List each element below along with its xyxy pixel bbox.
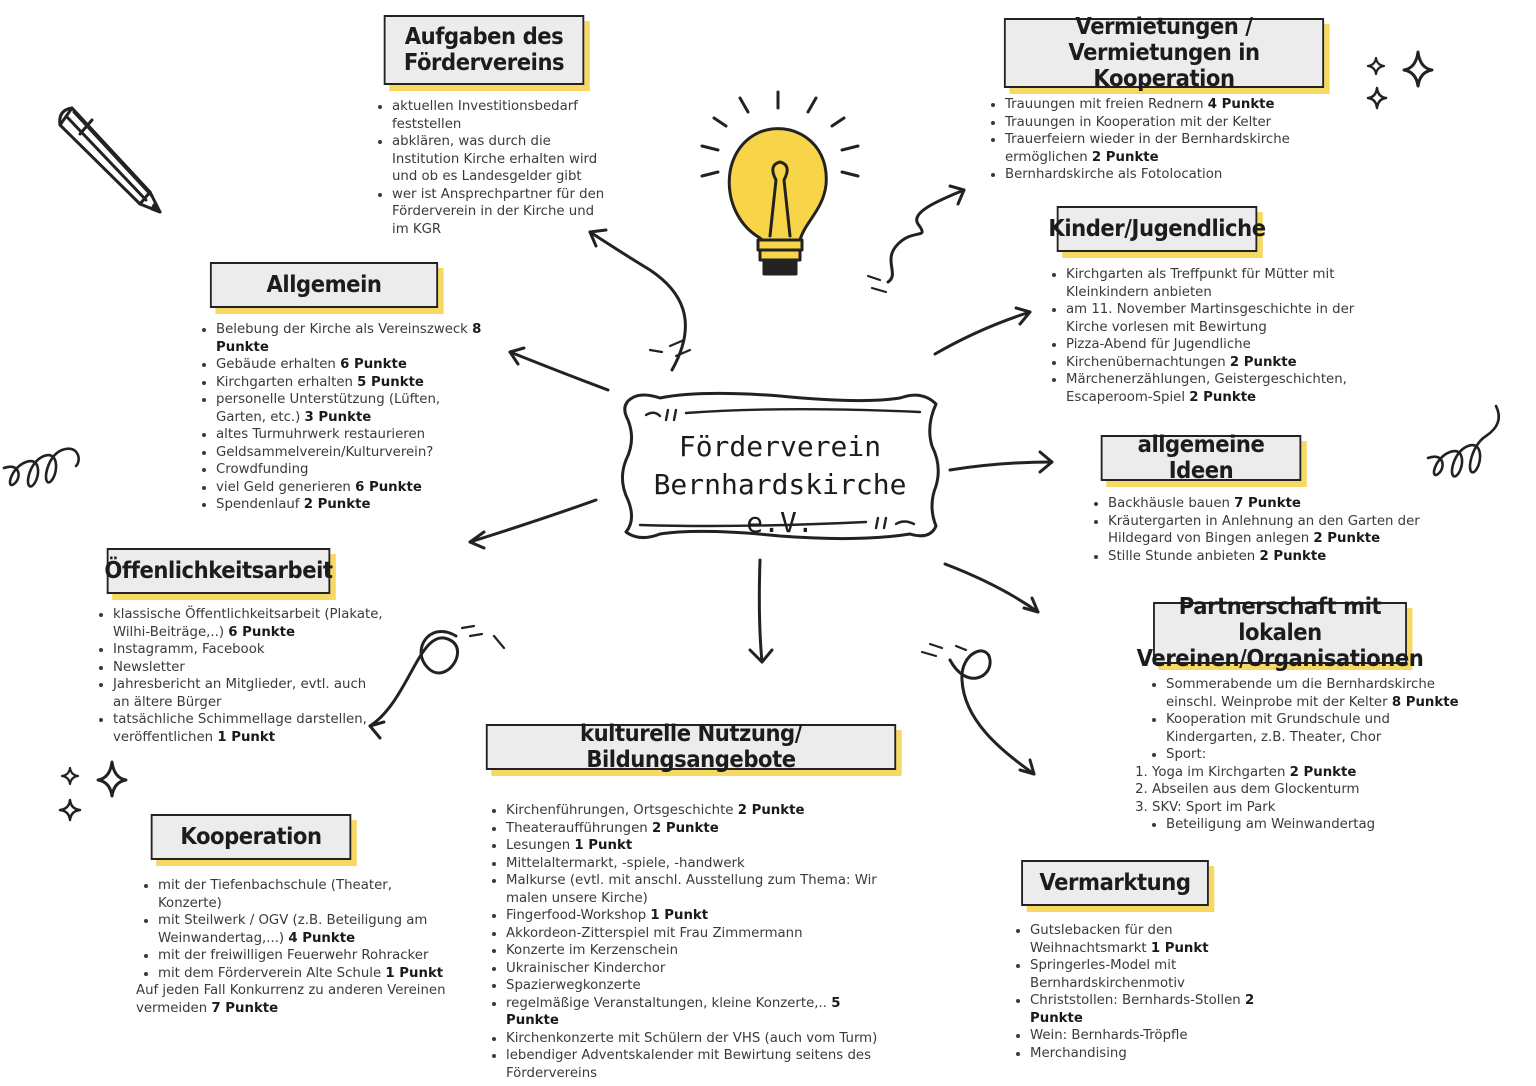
header-aufgaben: Aufgaben des Fördervereins — [383, 15, 585, 85]
section-vermietungen: Trauungen mit freien Rednern 4 Punkte Tr… — [987, 96, 1317, 184]
center-title: Förderverein Bernhardskirche e.V. — [630, 400, 930, 539]
list-item: Fingerfood-Workshop 1 Punkt — [506, 907, 888, 925]
list-item: Trauungen mit freien Rednern 4 Punkte — [1005, 96, 1317, 114]
list-item: aktuellen Investitionsbedarf feststellen — [392, 98, 614, 133]
list-item: Merchandising — [1030, 1045, 1262, 1063]
list-item: SKV: Sport im Park — [1152, 799, 1478, 817]
list-item: Trauerfeiern wieder in der Bernhardskirc… — [1005, 131, 1317, 166]
list-item: Konzerte im Kerzenschein — [506, 942, 888, 960]
list-item: Instagramm, Facebook — [113, 641, 385, 659]
list-item: Bernhardskirche als Fotolocation — [1005, 166, 1317, 184]
header-partner: Partnerschaft mit lokalen Vereinen/Organ… — [1136, 594, 1424, 672]
header-kinder: Kinder/Jugendliche — [1048, 206, 1266, 252]
section-aufgaben: aktuellen Investitionsbedarf feststellen… — [374, 98, 614, 238]
list-item: wer ist Ansprechpartner für den Förderve… — [392, 186, 614, 239]
list-item: Stille Stunde anbieten 2 Punkte — [1108, 548, 1430, 566]
list-item: viel Geld generieren 6 Punkte — [216, 479, 488, 497]
list-item: Springerles-Model mit Bernhardskirchenmo… — [1030, 957, 1262, 992]
header-oeffentlich: Öffenlichkeitsarbeit — [104, 548, 333, 594]
list-item: Gutslebacken für den Weihnachtsmarkt 1 P… — [1030, 922, 1262, 957]
list-item: Akkordeon-Zitterspiel mit Frau Zimmerman… — [506, 925, 888, 943]
list-item: Kirchgarten erhalten 5 Punkte — [216, 374, 488, 392]
section-oeffentlich: klassische Öffentlichkeitsarbeit (Plakat… — [95, 606, 385, 746]
list-item: am 11. November Martinsgeschichte in der… — [1066, 301, 1358, 336]
list-item: Kräutergarten in Anlehnung an den Garten… — [1108, 513, 1430, 548]
list-item: klassische Öffentlichkeitsarbeit (Plakat… — [113, 606, 385, 641]
header-vermarktung: Vermarktung — [1021, 860, 1209, 906]
list-item: Pizza-Abend für Jugendliche — [1066, 336, 1358, 354]
list-item: Ukrainischer Kinderchor — [506, 960, 888, 978]
list-item: Sommerabende um die Bernhardskirche eins… — [1166, 676, 1478, 711]
section-kooperation: mit der Tiefenbachschule (Theater, Konze… — [136, 877, 456, 1017]
squiggle-icon — [2, 404, 1500, 488]
list-item: Kirchgarten als Treffpunkt für Mütter mi… — [1066, 266, 1358, 301]
center-title-line2: Bernhardskirche e.V. — [653, 468, 907, 539]
list-item: Wein: Bernhards-Tröpfle — [1030, 1027, 1262, 1045]
header-kultur: kulturelle Nutzung/ Bildungsangebote — [485, 721, 897, 773]
section-kultur: Kirchenführungen, Ortsgeschichte 2 Punkt… — [488, 802, 888, 1082]
list-item: Sport: — [1166, 746, 1478, 764]
list-item: Yoga im Kirchgarten 2 Punkte — [1152, 764, 1478, 782]
list-item: Lesungen 1 Punkt — [506, 837, 888, 855]
list-item: Gebäude erhalten 6 Punkte — [216, 356, 488, 374]
section-kinder: Kirchgarten als Treffpunkt für Mütter mi… — [1048, 266, 1358, 406]
lightbulb-icon — [700, 90, 860, 276]
sparkle-icon — [58, 760, 128, 822]
list-item: regelmäßige Veranstaltungen, kleine Konz… — [506, 995, 888, 1030]
section-partner: Sommerabende um die Bernhardskirche eins… — [1148, 676, 1478, 834]
list-item: Kooperation mit Grundschule und Kinderga… — [1166, 711, 1478, 746]
header-kooperation: Kooperation — [150, 814, 352, 860]
section-ideen: Backhäusle bauen 7 Punkte Kräutergarten … — [1090, 495, 1430, 565]
list-item: Malkurse (evtl. mit anschl. Ausstellung … — [506, 872, 888, 907]
list-item: Crowdfunding — [216, 461, 488, 479]
header-allgemein: Allgemein — [209, 262, 439, 308]
pencil-icon — [58, 106, 162, 214]
header-ideen: allgemeine Ideen — [1100, 432, 1302, 484]
list-item: Spendenlauf 2 Punkte — [216, 496, 488, 514]
list-item: lebendiger Adventskalender mit Bewirtung… — [506, 1047, 888, 1082]
list-item: Kirchenkonzerte mit Schülern der VHS (au… — [506, 1030, 888, 1048]
sparkle-icon — [1366, 50, 1434, 110]
list-item: Jahresbericht an Mitglieder, evtl. auch … — [113, 676, 385, 711]
list-item: mit der freiwilligen Feuerwehr Rohracker — [158, 947, 456, 965]
list-item: Kirchenführungen, Ortsgeschichte 2 Punkt… — [506, 802, 888, 820]
arrow-icon — [368, 184, 1054, 776]
header-vermietungen: Vermietungen / Vermietungen in Kooperati… — [1003, 14, 1325, 92]
list-item: Christstollen: Bernhards-Stollen 2 Punkt… — [1030, 992, 1262, 1027]
quote-icon — [638, 408, 922, 530]
list-item: Newsletter — [113, 659, 385, 677]
list-item: Kirchenübernachtungen 2 Punkte — [1066, 354, 1358, 372]
kooperation-note: Auf jeden Fall Konkurrenz zu anderen Ver… — [136, 983, 446, 1016]
list-item: Mittelaltermarkt, -spiele, -handwerk — [506, 855, 888, 873]
list-item: Märchenerzählungen, Geistergeschichten, … — [1066, 371, 1358, 406]
section-vermarktung: Gutslebacken für den Weihnachtsmarkt 1 P… — [1012, 922, 1262, 1062]
list-item: Trauungen in Kooperation mit der Kelter — [1005, 114, 1317, 132]
list-item: Geldsammelverein/Kulturverein? — [216, 444, 488, 462]
list-item: Backhäusle bauen 7 Punkte — [1108, 495, 1430, 513]
center-frame — [621, 391, 940, 541]
center-title-line1: Förderverein — [678, 430, 882, 463]
list-item: abklären, was durch die Institution Kirc… — [392, 133, 614, 186]
list-item: mit Steilwerk / OGV (z.B. Beteiligung am… — [158, 912, 456, 947]
list-item: Beteiligung am Weinwandertag — [1166, 816, 1478, 834]
list-item: Theateraufführungen 2 Punkte — [506, 820, 888, 838]
list-item: tatsächliche Schimmellage darstellen, ve… — [113, 711, 385, 746]
section-allgemein: Belebung der Kirche als Vereinszweck 8 P… — [198, 321, 488, 514]
list-item: altes Turmuhrwerk restaurieren — [216, 426, 488, 444]
list-item: Abseilen aus dem Glockenturm — [1152, 781, 1478, 799]
list-item: Belebung der Kirche als Vereinszweck 8 P… — [216, 321, 488, 356]
list-item: mit der Tiefenbachschule (Theater, Konze… — [158, 877, 456, 912]
list-item: mit dem Förderverein Alte Schule 1 Punkt — [158, 965, 456, 983]
list-item: Spazierwegkonzerte — [506, 977, 888, 995]
list-item: personelle Unterstützung (Lüften, Garten… — [216, 391, 488, 426]
